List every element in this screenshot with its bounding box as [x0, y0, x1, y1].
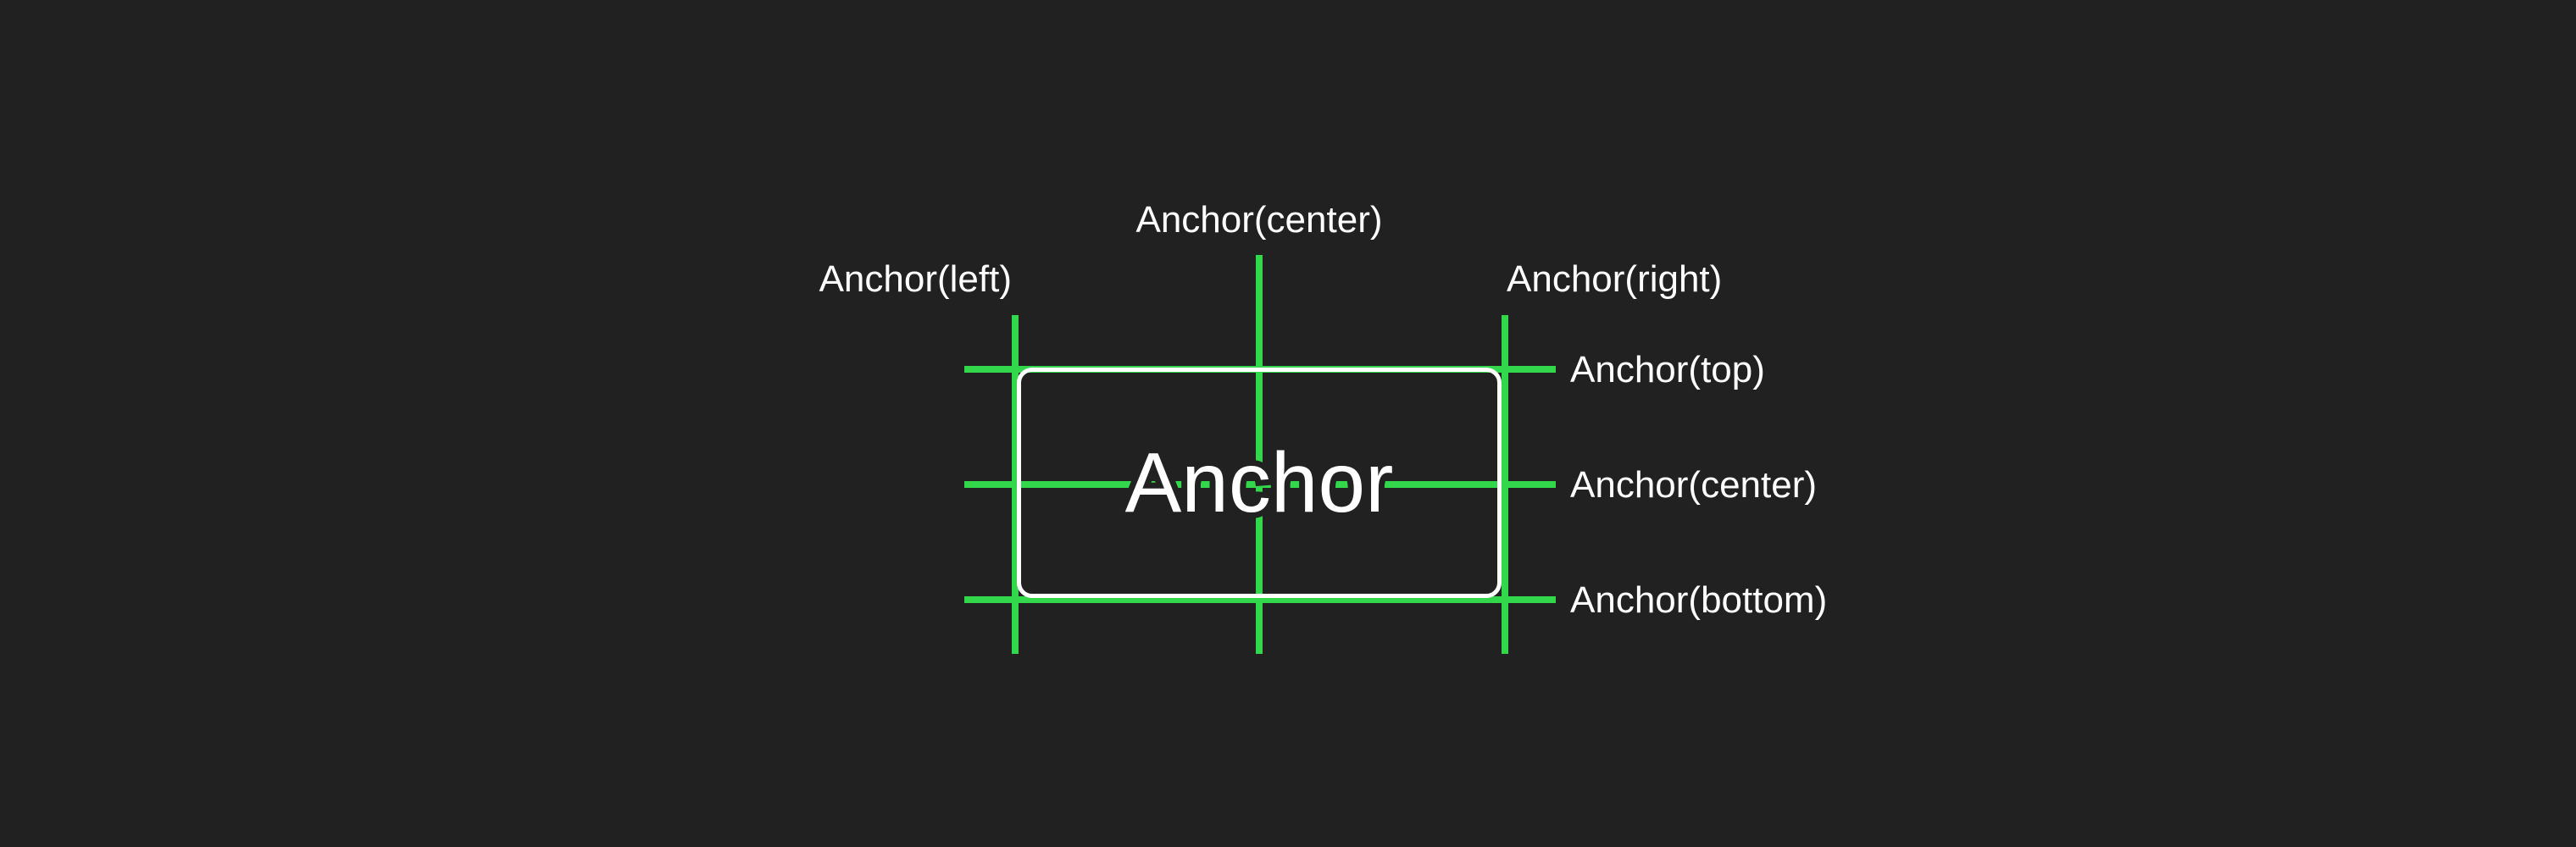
anchor-box — [1017, 368, 1502, 598]
label-anchor-bottom: Anchor(bottom) — [1570, 579, 1828, 621]
label-anchor-top: Anchor(top) — [1570, 349, 1765, 390]
label-anchor-center-vertical: Anchor(center) — [1570, 464, 1818, 506]
guide-line-center-horizontal — [964, 481, 1556, 488]
label-anchor-left: Anchor(left) — [819, 258, 1012, 300]
label-anchor-right: Anchor(right) — [1507, 258, 1723, 300]
label-anchor-center-horizontal: Anchor(center) — [1135, 199, 1383, 241]
anchor-text: Anchor — [1124, 435, 1394, 530]
guide-line-center-vertical — [1256, 255, 1263, 654]
anchor-text-knockout: Anchor — [1119, 435, 1400, 531]
guide-line-bottom — [964, 596, 1556, 603]
